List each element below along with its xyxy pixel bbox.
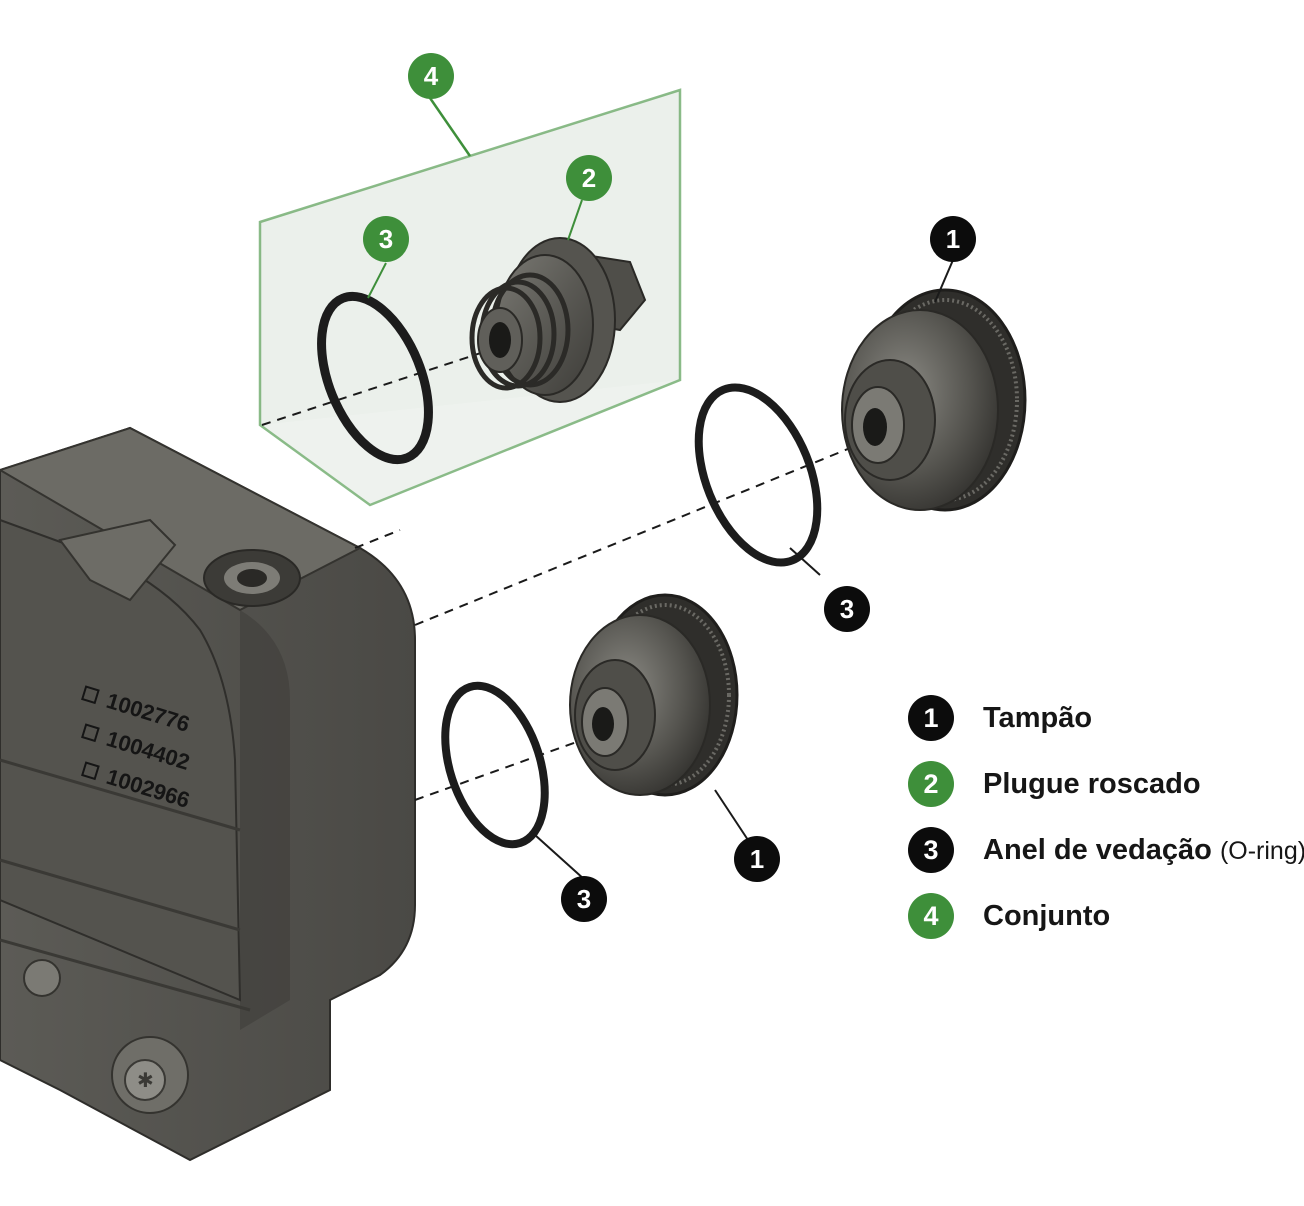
- svg-text:4: 4: [424, 61, 439, 91]
- legend-label-kit: Conjunto: [983, 899, 1111, 932]
- callout-plug: 2: [566, 155, 612, 201]
- svg-text:3: 3: [840, 594, 854, 624]
- legend-item-plug: 2 Plugue roscado: [908, 760, 1300, 808]
- cap-lower: [569, 593, 739, 797]
- legend-badge-4: 4: [908, 893, 954, 939]
- callout-cap-upper: 1: [930, 216, 976, 262]
- callout-oring-upper: 3: [824, 586, 870, 632]
- oring-upper: [694, 383, 822, 567]
- svg-text:✱: ✱: [137, 1068, 154, 1092]
- callout-kit: 4: [408, 53, 454, 99]
- svg-text:3: 3: [577, 884, 591, 914]
- assembly-axes: [261, 344, 871, 801]
- legend-label-oring-main: Anel de vedação: [983, 833, 1212, 866]
- housing: ✱: [0, 426, 416, 1162]
- legend-badge-3: 3: [908, 827, 954, 873]
- legend-label-cap: Tampão: [983, 701, 1093, 734]
- svg-text:1: 1: [750, 844, 764, 874]
- svg-text:1: 1: [946, 224, 960, 254]
- legend-label-plug: Plugue roscado: [983, 767, 1201, 800]
- legend-label-oring-note: (O-ring): [1219, 836, 1304, 865]
- callout-oring-kit: 3: [363, 216, 409, 262]
- leader-lines: [367, 199, 954, 881]
- legend-badge-1: 1: [908, 695, 954, 741]
- legend-badge-2: 2: [908, 761, 954, 807]
- svg-text:3: 3: [379, 224, 393, 254]
- legend-item-kit: 4 Conjunto: [908, 892, 1300, 940]
- cap-upper: [841, 288, 1027, 512]
- legend-label-oring: Anel de vedação (O-ring): [983, 834, 1304, 867]
- legend-item-oring: 3 Anel de vedação (O-ring): [908, 826, 1304, 874]
- legend: 1 Tampão 2 Plugue roscado 3 Anel de veda…: [908, 694, 1304, 958]
- legend-item-cap: 1 Tampão: [908, 694, 1300, 742]
- callout-cap-lower: 1: [734, 836, 780, 882]
- threaded-plug: [469, 237, 647, 403]
- callout-oring-lower: 3: [561, 876, 607, 922]
- svg-text:2: 2: [582, 163, 596, 193]
- oring-kit: [317, 291, 433, 465]
- oring-lower: [441, 681, 549, 849]
